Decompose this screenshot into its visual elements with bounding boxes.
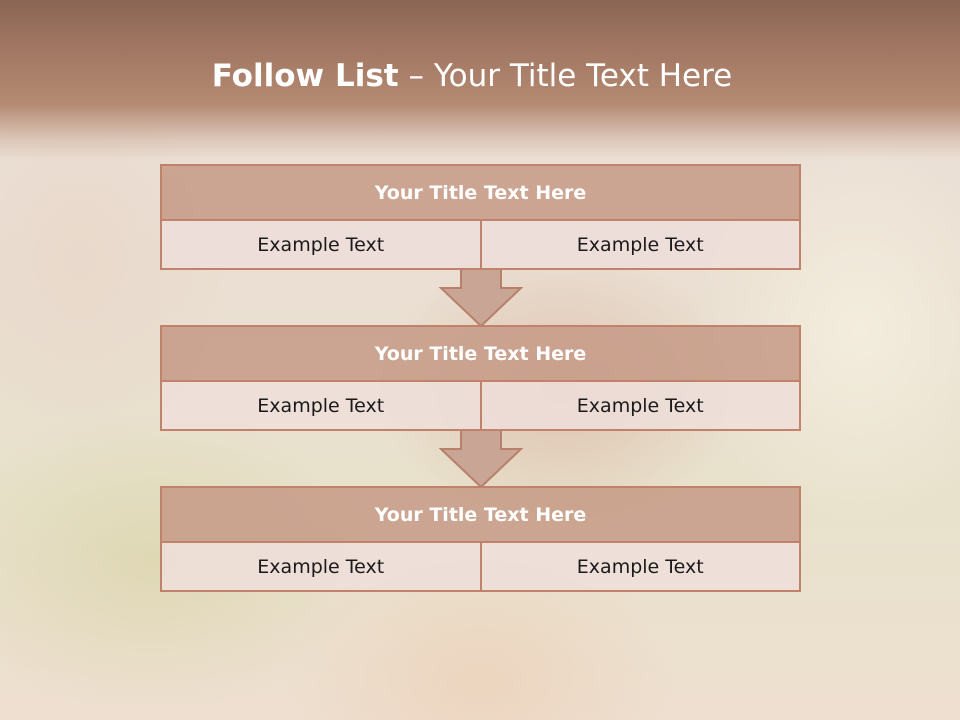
block-cell-right: Example Text bbox=[479, 382, 799, 429]
down-arrow-icon bbox=[439, 268, 523, 328]
block-title: Your Title Text Here bbox=[162, 166, 799, 221]
slide-title: Follow List – Your Title Text Here bbox=[0, 52, 944, 100]
list-block: Your Title Text Here Example Text Exampl… bbox=[160, 486, 801, 592]
block-title: Your Title Text Here bbox=[162, 327, 799, 382]
list-block: Your Title Text Here Example Text Exampl… bbox=[160, 325, 801, 431]
down-arrow-icon bbox=[439, 429, 523, 489]
block-row: Example Text Example Text bbox=[162, 382, 799, 429]
block-row: Example Text Example Text bbox=[162, 543, 799, 590]
slide-title-rest: – Your Title Text Here bbox=[398, 58, 733, 94]
header-band bbox=[0, 0, 960, 160]
block-cell-left: Example Text bbox=[162, 221, 480, 268]
block-cell-right: Example Text bbox=[479, 221, 799, 268]
list-block: Your Title Text Here Example Text Exampl… bbox=[160, 164, 801, 270]
slide-title-bold: Follow List bbox=[211, 58, 399, 94]
block-title: Your Title Text Here bbox=[162, 488, 799, 543]
block-cell-left: Example Text bbox=[162, 543, 480, 590]
block-cell-left: Example Text bbox=[162, 382, 480, 429]
block-cell-right: Example Text bbox=[479, 543, 799, 590]
block-row: Example Text Example Text bbox=[162, 221, 799, 268]
